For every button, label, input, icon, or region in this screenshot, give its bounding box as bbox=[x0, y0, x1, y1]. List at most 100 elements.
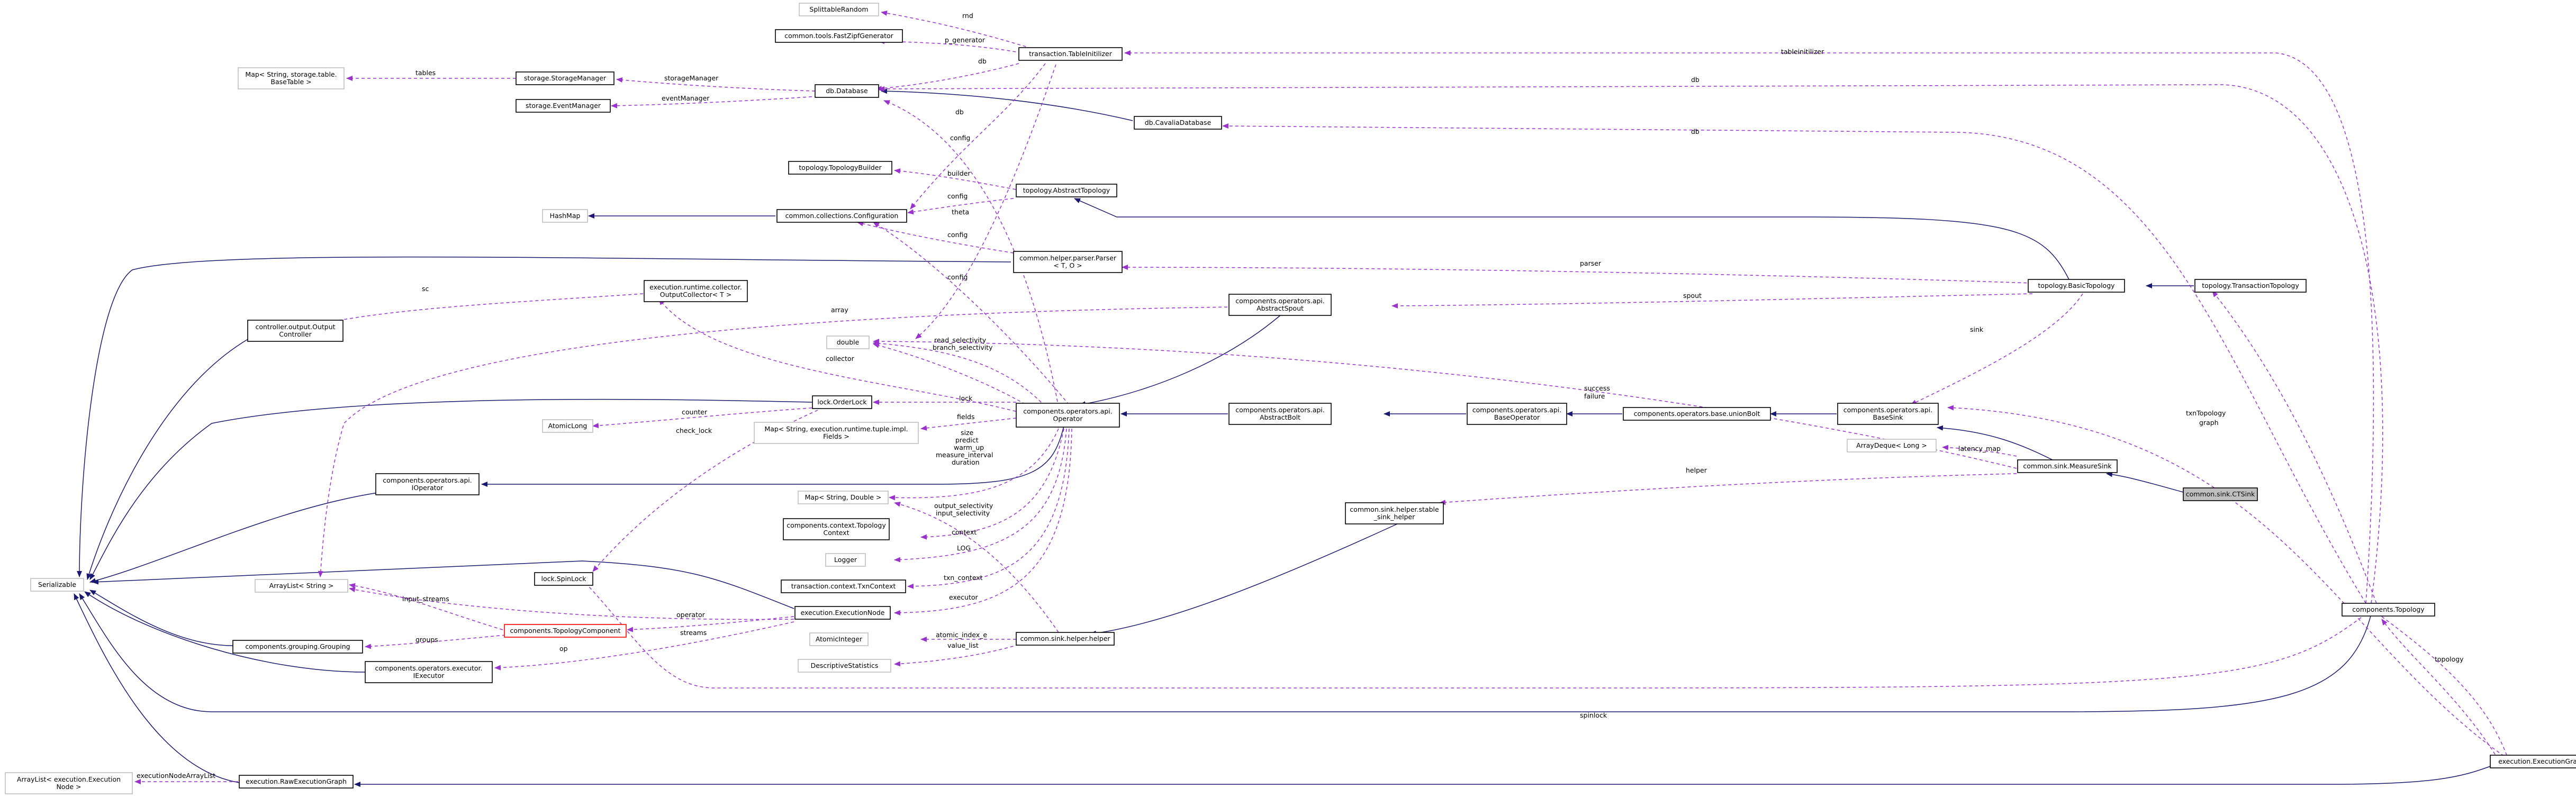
node-label: components.operators.base.unionBolt bbox=[1634, 410, 1760, 418]
node-sink-helper-stable[interactable]: common.sink.helper.stable_sink_helper bbox=[1345, 502, 1444, 524]
label-predict: predict bbox=[955, 436, 979, 444]
label-read-selectivity: read_selectivity bbox=[934, 336, 987, 344]
node-box bbox=[775, 29, 903, 43]
node-map-string-double[interactable]: Map< String, Double > bbox=[798, 491, 889, 504]
label-db-topology: db bbox=[1691, 76, 1700, 84]
node-label: components.operators.api. bbox=[1235, 406, 1325, 414]
node-box bbox=[239, 775, 354, 789]
node-box bbox=[2017, 459, 2118, 473]
node-atomic-long[interactable]: AtomicLong bbox=[542, 419, 593, 433]
node-sink-helper[interactable]: common.sink.helper.helper bbox=[1016, 632, 1115, 646]
node-topology-component[interactable]: components.TopologyComponent bbox=[504, 624, 627, 638]
edge-config-operator bbox=[873, 222, 1070, 405]
label-input-selectivity: input_selectivity bbox=[936, 509, 990, 517]
node-box bbox=[365, 661, 493, 683]
node-hashmap[interactable]: HashMap bbox=[542, 209, 588, 223]
node-cavalia-database[interactable]: db.CavaliaDatabase bbox=[1134, 116, 1222, 130]
node-topology[interactable]: components.Topology bbox=[2342, 603, 2435, 617]
node-base-sink[interactable]: components.operators.api.BaseSink bbox=[1837, 403, 1939, 425]
node-descriptive-statistics[interactable]: DescriptiveStatistics bbox=[798, 659, 891, 673]
node-abstract-spout[interactable]: components.operators.api.AbstractSpout bbox=[1228, 294, 1332, 316]
node-abstract-topology[interactable]: topology.AbstractTopology bbox=[1016, 184, 1117, 197]
node-raw-execution-graph[interactable]: execution.RawExecutionGraph bbox=[239, 775, 354, 789]
node-measure-sink[interactable]: common.sink.MeasureSink bbox=[2017, 459, 2118, 473]
node-execution-graph[interactable]: execution.ExecutionGraph bbox=[2490, 755, 2576, 768]
label-config-3: config bbox=[947, 231, 968, 239]
node-table-initilizer[interactable]: transaction.TableInitilizer bbox=[1018, 47, 1123, 61]
node-basic-topology[interactable]: topology.BasicTopology bbox=[2028, 279, 2125, 293]
node-label: SplittableRandom bbox=[809, 5, 868, 13]
node-configuration[interactable]: common.collections.Configuration bbox=[776, 209, 907, 223]
label-warm-up: warm_up bbox=[954, 443, 984, 451]
node-box bbox=[516, 99, 611, 113]
edge-sink bbox=[1910, 293, 2083, 405]
node-map-tables[interactable]: Map< String, storage.table.BaseTable > bbox=[238, 67, 345, 89]
node-map-fields[interactable]: Map< String, execution.runtime.tuple.imp… bbox=[754, 422, 919, 444]
node-ct-sink[interactable]: common.sink.CTSink bbox=[2183, 487, 2258, 501]
node-label: transaction.TableInitilizer bbox=[1029, 50, 1113, 58]
label-db-cavalia: db bbox=[1691, 128, 1700, 135]
edge-spout bbox=[1391, 293, 2033, 309]
node-box bbox=[2342, 603, 2435, 617]
node-database[interactable]: db.Database bbox=[815, 84, 879, 98]
node-label: AbstractBolt bbox=[1260, 413, 1300, 421]
node-txn-context[interactable]: transaction.context.TxnContext bbox=[781, 579, 906, 593]
node-label: AtomicLong bbox=[548, 422, 587, 430]
label-log: LOG bbox=[957, 544, 971, 552]
node-base-unithread-bolt[interactable]: components.operators.base.unionBolt bbox=[1623, 407, 1771, 421]
node-serializable[interactable]: Serializable bbox=[30, 578, 84, 592]
edge-read-branch-selectivity bbox=[873, 340, 1046, 407]
edge-fields bbox=[920, 418, 1017, 431]
node-double[interactable]: double bbox=[826, 336, 870, 349]
label-operator: operator bbox=[676, 611, 706, 619]
node-ioperator[interactable]: components.operators.api.IOperator bbox=[375, 473, 480, 495]
node-box bbox=[825, 553, 866, 567]
node-box bbox=[2194, 279, 2307, 293]
node-label: execution.ExecutionGraph bbox=[2498, 757, 2576, 765]
node-array-deque-long[interactable]: ArrayDeque< Long > bbox=[1847, 439, 1937, 452]
node-logger[interactable]: Logger bbox=[825, 553, 866, 567]
edge-stablesinkhelper-helper bbox=[1090, 523, 1398, 636]
node-arraylist-exec-node[interactable]: ArrayList< execution.ExecutionNode > bbox=[5, 772, 133, 794]
node-parser[interactable]: common.helper.parser.Parser< T, O > bbox=[1013, 251, 1123, 273]
edge-success-failure bbox=[873, 339, 2017, 469]
node-arraylist-string[interactable]: ArrayList< String > bbox=[255, 579, 348, 593]
node-topology-builder[interactable]: topology.TopologyBuilder bbox=[788, 161, 892, 175]
edge-collector bbox=[658, 298, 1022, 413]
edge-parser bbox=[1122, 265, 2033, 284]
label-txn-context: txn_context bbox=[944, 574, 983, 582]
node-atomic-integer[interactable]: AtomicInteger bbox=[809, 632, 869, 646]
edge-grouping-serializable bbox=[89, 590, 233, 646]
node-label: components.operators.api. bbox=[1472, 406, 1562, 414]
node-execution-node[interactable]: execution.ExecutionNode bbox=[794, 606, 891, 620]
node-transaction-topology[interactable]: topology.TransactionTopology bbox=[2194, 279, 2307, 293]
node-box bbox=[504, 624, 627, 638]
label-storagemanager: storageManager bbox=[664, 74, 719, 82]
node-split-random[interactable]: SplittableRandom bbox=[799, 3, 879, 16]
node-abstract-bolt[interactable]: components.operators.api.AbstractBolt bbox=[1228, 403, 1332, 425]
label-config-1: config bbox=[950, 134, 970, 142]
node-spin-lock[interactable]: lock.SpinLock bbox=[534, 572, 593, 586]
label-output-selectivity: output_selectivity bbox=[934, 502, 993, 510]
node-base-operator[interactable]: components.operators.api.BaseOperator bbox=[1467, 403, 1567, 425]
node-box bbox=[799, 3, 879, 16]
node-storage-manager[interactable]: storage.StorageManager bbox=[516, 71, 614, 85]
edge-topology-serializable bbox=[79, 593, 2372, 712]
node-output-collector[interactable]: execution.runtime.collector.OutputCollec… bbox=[644, 280, 748, 302]
edge-graph bbox=[1947, 405, 2509, 760]
label-collector: collector bbox=[826, 355, 855, 363]
node-box bbox=[788, 161, 892, 175]
node-grouping[interactable]: components.grouping.Grouping bbox=[232, 640, 363, 654]
node-operator[interactable]: components.operators.api.Operator bbox=[1016, 403, 1120, 428]
node-iexecutor[interactable]: components.operators.executor.IExecutor bbox=[365, 661, 493, 683]
node-label: IOperator bbox=[412, 484, 444, 492]
label-counter: counter bbox=[682, 408, 708, 416]
node-zipf[interactable]: common.tools.FastZipfGenerator bbox=[775, 29, 903, 43]
node-order-lock[interactable]: lock.OrderLock bbox=[812, 395, 872, 409]
node-label: AtomicInteger bbox=[816, 635, 863, 643]
node-event-manager[interactable]: storage.EventManager bbox=[516, 99, 611, 113]
node-box bbox=[783, 518, 890, 540]
edge-db-operator bbox=[883, 100, 1059, 408]
